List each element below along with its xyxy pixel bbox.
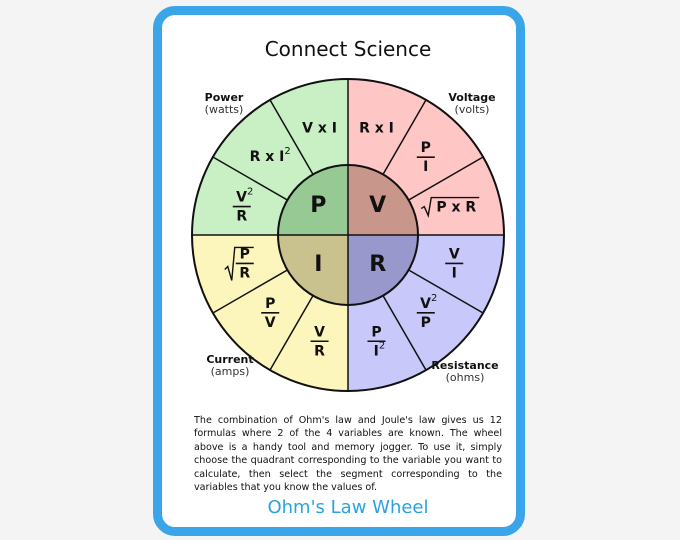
formula-text: P x R xyxy=(436,200,476,216)
resistance-quadrant-letter: R xyxy=(369,252,386,277)
voltage-quadrant-letter: V xyxy=(369,193,386,218)
formula-text: V2 xyxy=(236,186,253,206)
formula-text: P xyxy=(265,296,275,312)
formula-text: P xyxy=(421,140,431,156)
voltage-formula-2[interactable]: PI xyxy=(416,140,435,175)
page-title: Connect Science xyxy=(264,37,432,61)
sqrt-sign xyxy=(420,196,480,218)
resistance-unit: (ohms) xyxy=(446,371,485,384)
formula-text: P xyxy=(371,324,381,340)
resistance-label: Resistance xyxy=(431,359,498,372)
formula-text: V xyxy=(314,324,325,340)
power-formula-3[interactable]: V x I xyxy=(302,121,337,137)
formula-text: V xyxy=(449,246,460,262)
formula-text: R xyxy=(314,343,325,359)
formula-text: V x I xyxy=(302,121,337,137)
current-quadrant-letter: I xyxy=(314,252,322,277)
power-quadrant-letter: P xyxy=(310,193,326,218)
formula-text: R x I2 xyxy=(250,146,291,166)
formula-text: R xyxy=(239,265,250,281)
formula-text: R x I xyxy=(359,121,394,137)
resistance-formula-3[interactable]: PI2 xyxy=(367,324,386,360)
formula-text: P xyxy=(240,246,250,262)
sqrt-sign xyxy=(224,246,254,281)
formula-text: V xyxy=(265,315,276,331)
formula-text: I2 xyxy=(374,340,386,360)
description-text: The combination of Ohm's law and Joule's… xyxy=(194,415,502,494)
voltage-label: Voltage xyxy=(448,91,495,104)
current-formula-1[interactable]: VR xyxy=(310,324,329,359)
power-formula-2[interactable]: R x I2 xyxy=(250,146,291,166)
formula-text: I xyxy=(423,159,428,175)
resistance-inner-quadrant xyxy=(348,235,418,305)
voltage-formula-3[interactable]: P x R xyxy=(420,196,480,218)
formula-text: V2 xyxy=(420,292,437,312)
resistance-formula-1[interactable]: VI xyxy=(445,246,464,281)
current-label: Current xyxy=(206,353,253,366)
wheel-inner-ring xyxy=(277,164,419,306)
current-unit: (amps) xyxy=(211,365,250,378)
formula-text: I xyxy=(452,265,457,281)
wheel-outer-ring xyxy=(191,78,505,392)
current-formula-3[interactable]: PR xyxy=(224,246,254,281)
power-formula-1[interactable]: V2R xyxy=(232,186,254,225)
power-unit: (watts) xyxy=(205,103,244,116)
formula-text: R xyxy=(236,209,247,225)
resistance-formula-2[interactable]: V2P xyxy=(416,292,438,331)
current-formula-2[interactable]: PV xyxy=(261,296,280,331)
voltage-unit: (volts) xyxy=(455,103,490,116)
current-inner-quadrant xyxy=(278,235,348,305)
power-inner-quadrant xyxy=(278,165,348,235)
wheel-caption: Ohm's Law Wheel xyxy=(267,497,429,518)
power-label: Power xyxy=(205,91,244,104)
voltage-formula-1[interactable]: R x I xyxy=(359,121,394,137)
voltage-inner-quadrant xyxy=(348,165,418,235)
formula-text: P xyxy=(421,315,431,331)
